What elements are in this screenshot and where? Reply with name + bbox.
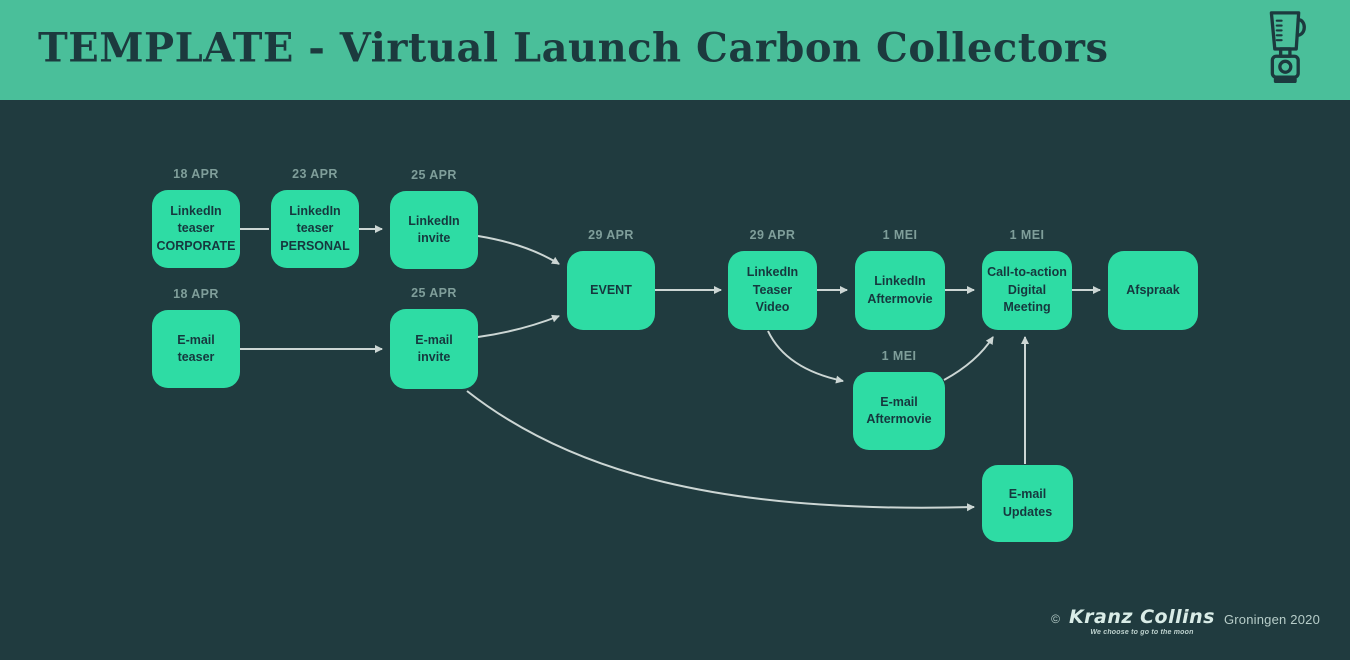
flow-node-email-updates: E-mail Updates bbox=[982, 465, 1073, 542]
node-date: 29 APR bbox=[749, 228, 796, 242]
flow-node-email-aftermovie: 1 MEI E-mail Aftermovie bbox=[853, 349, 945, 450]
flow-box-label: LinkedIn invite bbox=[408, 213, 460, 246]
node-date: 29 APR bbox=[588, 228, 634, 242]
brand-logo: Kranz Collins We choose to go to the moo… bbox=[1068, 606, 1215, 637]
flow-box-label: E-mail Aftermovie bbox=[866, 394, 932, 427]
flow-box-label: LinkedIn teaser PERSONAL bbox=[280, 203, 350, 253]
flow-node-email-teaser: 18 APR E-mail teaser bbox=[152, 287, 240, 388]
header-bar: TEMPLATE - Virtual Launch Carbon Collect… bbox=[0, 0, 1350, 100]
flow-box: Call-to-action Digital Meeting bbox=[982, 251, 1072, 330]
flow-node-linkedin-teaser-corporate: 18 APR LinkedIn teaser CORPORATE bbox=[152, 167, 240, 268]
node-date: 18 APR bbox=[173, 167, 219, 181]
edge-email-aftermovie-to-cta bbox=[943, 336, 994, 381]
node-date: 1 MEI bbox=[882, 228, 918, 242]
flow-box: E-mail invite bbox=[390, 309, 478, 389]
flow-node-email-invite: 25 APR E-mail invite bbox=[390, 286, 478, 389]
page-title: TEMPLATE - Virtual Launch Carbon Collect… bbox=[38, 24, 1109, 72]
flow-node-linkedin-aftermovie: 1 MEI LinkedIn Aftermovie bbox=[855, 228, 945, 330]
footer-location: Groningen 2020 bbox=[1223, 612, 1320, 627]
flow-box: LinkedIn teaser PERSONAL bbox=[271, 190, 359, 268]
flow-box-label: LinkedIn teaser CORPORATE bbox=[156, 203, 236, 253]
brand-name: Kranz Collins bbox=[1068, 606, 1215, 628]
flow-node-linkedin-teaser-video: 29 APR LinkedIn Teaser Video bbox=[728, 228, 817, 330]
node-date: 1 MEI bbox=[881, 349, 917, 363]
copyright-icon: © bbox=[1051, 612, 1060, 626]
brand-tagline: We choose to go to the moon bbox=[1090, 629, 1194, 636]
flow-node-linkedin-teaser-personal: 23 APR LinkedIn teaser PERSONAL bbox=[271, 167, 359, 268]
edge-email-invite-to-event bbox=[477, 314, 560, 338]
node-date: 18 APR bbox=[173, 287, 219, 301]
flow-box-label: EVENT bbox=[590, 282, 632, 297]
flow-box: EVENT bbox=[567, 251, 655, 330]
flow-box: E-mail teaser bbox=[152, 310, 240, 388]
flow-box-label: Call-to-action Digital Meeting bbox=[987, 265, 1067, 315]
edge-teaser-video-to-email-aftermovie bbox=[767, 330, 844, 384]
footer: © Kranz Collins We choose to go to the m… bbox=[1051, 606, 1320, 637]
flow-box-label: LinkedIn Teaser Video bbox=[746, 265, 799, 315]
flow-box: LinkedIn Teaser Video bbox=[728, 251, 817, 330]
flow-box-label: E-mail Updates bbox=[1002, 487, 1053, 519]
flow-box-label: E-mail invite bbox=[415, 332, 453, 365]
blender-icon bbox=[1260, 9, 1312, 85]
flow-box: E-mail Updates bbox=[982, 465, 1073, 542]
flow-box: LinkedIn Aftermovie bbox=[855, 251, 945, 330]
edge-linkedin-invite-to-event bbox=[477, 235, 560, 265]
flow-box: LinkedIn teaser CORPORATE bbox=[152, 190, 240, 268]
flow-node-linkedin-invite: 25 APR LinkedIn invite bbox=[390, 168, 478, 269]
flow-node-call-to-action-digital-meeting: 1 MEI Call-to-action Digital Meeting bbox=[982, 228, 1072, 330]
flow-box: LinkedIn invite bbox=[390, 191, 478, 269]
node-date: 25 APR bbox=[411, 168, 457, 182]
node-date: 25 APR bbox=[411, 286, 457, 300]
node-date: 1 MEI bbox=[1009, 228, 1045, 242]
flow-box: Afspraak bbox=[1108, 251, 1198, 330]
flow-box: E-mail Aftermovie bbox=[853, 372, 945, 450]
flow-box-label: Afspraak bbox=[1126, 282, 1180, 297]
node-date: 23 APR bbox=[292, 167, 338, 181]
flow-box-label: E-mail teaser bbox=[177, 332, 215, 365]
flow-node-afspraak: Afspraak bbox=[1108, 251, 1198, 330]
flow-node-event: 29 APR EVENT bbox=[567, 228, 655, 330]
flow-box-label: LinkedIn Aftermovie bbox=[867, 274, 933, 306]
